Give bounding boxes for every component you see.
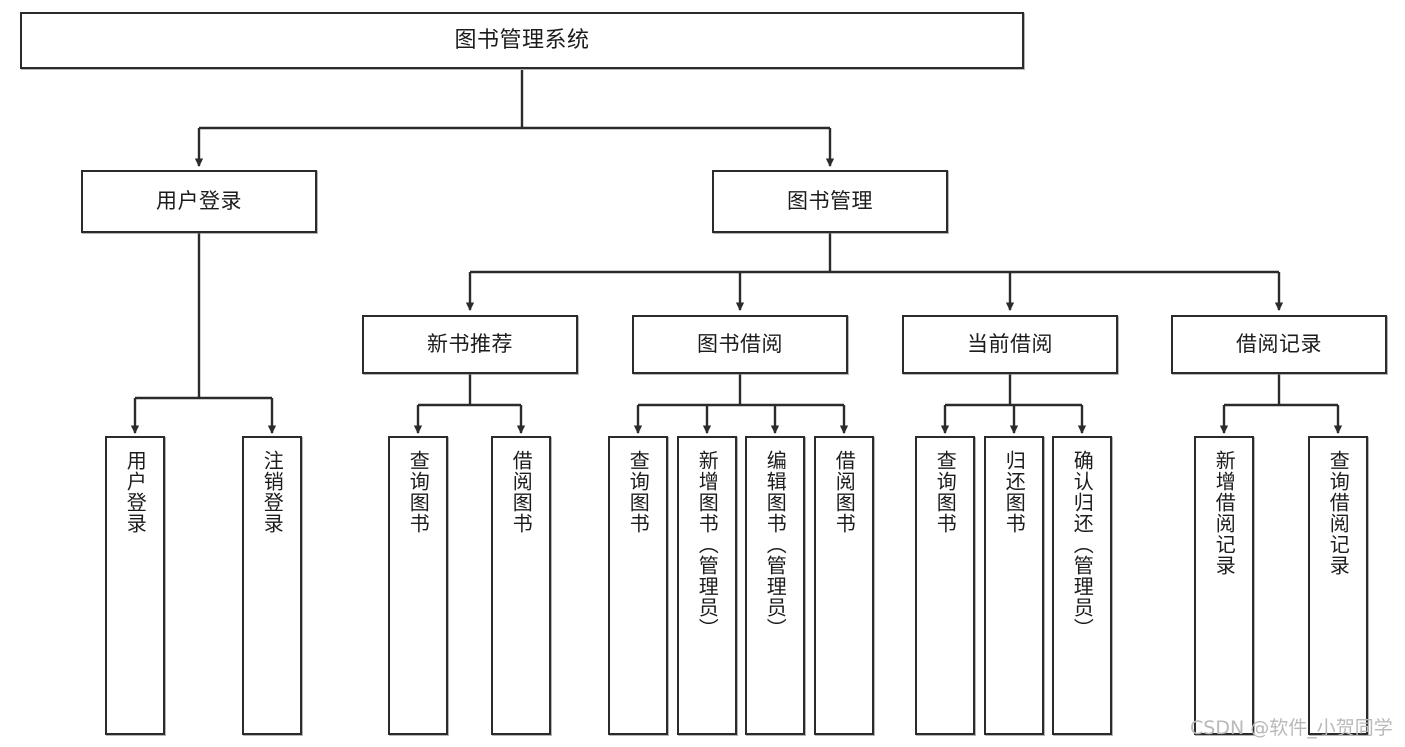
node-new-book-recommend[interactable]: 新书推荐 [362,315,578,374]
node-label: 当前借阅 [967,332,1053,357]
node-root-system[interactable]: 图书管理系统 [20,12,1024,69]
node-label: 新增图书（管理员） [695,450,720,639]
node-label: 注销登录 [260,450,285,534]
node-leaf-confirm-return-admin[interactable]: 确认归还（管理员） [1052,436,1112,735]
node-label: 图书管理 [787,189,873,214]
node-leaf-query-borrow-record[interactable]: 查询借阅记录 [1308,436,1368,735]
node-borrow-record[interactable]: 借阅记录 [1171,315,1387,374]
node-label: 归还图书 [1002,450,1027,534]
node-leaf-query-book[interactable]: 查询图书 [608,436,668,735]
node-leaf-user-logout[interactable]: 注销登录 [242,436,302,735]
node-label: 新增借阅记录 [1212,450,1237,576]
node-user-login[interactable]: 用户登录 [81,170,317,233]
node-label: 查询图书 [933,450,958,534]
node-leaf-user-login[interactable]: 用户登录 [105,436,165,735]
node-book-management[interactable]: 图书管理 [712,170,948,233]
node-leaf-query-book-recommend[interactable]: 查询图书 [388,436,448,735]
node-label: 用户登录 [123,450,148,534]
node-label: 借阅记录 [1236,332,1322,357]
node-leaf-query-book-current[interactable]: 查询图书 [915,436,975,735]
node-leaf-add-book-admin[interactable]: 新增图书（管理员） [677,436,737,735]
node-leaf-return-book[interactable]: 归还图书 [984,436,1044,735]
node-label: 图书借阅 [697,332,783,357]
node-label: 借阅图书 [509,450,534,534]
watermark: CSDN @软件_小贺同学 [1190,717,1393,739]
node-leaf-borrow-book[interactable]: 借阅图书 [814,436,874,735]
node-leaf-add-borrow-record[interactable]: 新增借阅记录 [1194,436,1254,735]
node-label: 借阅图书 [832,450,857,534]
node-label: 编辑图书（管理员） [763,450,788,639]
node-leaf-borrow-book-recommend[interactable]: 借阅图书 [491,436,551,735]
node-label: 查询图书 [406,450,431,534]
node-label: 查询借阅记录 [1326,450,1351,576]
node-label: 新书推荐 [427,332,513,357]
node-label: 图书管理系统 [454,27,590,53]
node-label: 确认归还（管理员） [1070,450,1095,639]
node-current-borrow[interactable]: 当前借阅 [902,315,1118,374]
node-leaf-edit-book-admin[interactable]: 编辑图书（管理员） [745,436,805,735]
node-label: 用户登录 [156,189,242,214]
node-book-borrow[interactable]: 图书借阅 [632,315,848,374]
node-label: 查询图书 [626,450,651,534]
